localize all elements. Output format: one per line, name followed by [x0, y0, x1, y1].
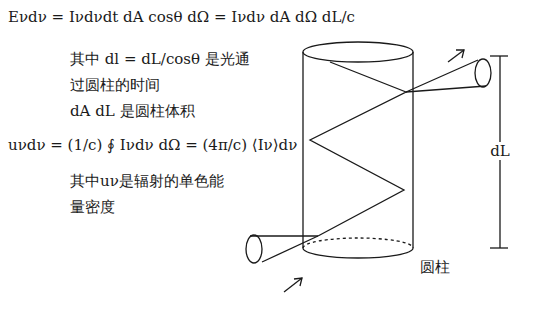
- dimension-label: dL: [490, 142, 510, 160]
- light-path: [310, 62, 406, 236]
- arrowhead: [294, 278, 302, 286]
- equation: uνdν = (1/c) ∮ Iνdν dΩ = (4π/c) ⟨Iν⟩dν: [8, 136, 297, 154]
- equation: Eνdν = Iνdνdt dA cosθ dΩ = Iνdν dA dΩ dL…: [8, 8, 355, 26]
- arrowhead: [456, 50, 464, 58]
- cone-edge: [262, 236, 318, 262]
- cone-base: [475, 59, 491, 87]
- cylinder-side: [302, 52, 303, 248]
- note: 量密度: [70, 198, 115, 216]
- cone-base: [246, 235, 262, 263]
- note: dA dL 是圆柱体积: [70, 102, 195, 120]
- cylinder-bottom: [303, 248, 413, 258]
- note: 其中uν是辐射的单色能: [70, 172, 224, 190]
- cone-edge: [250, 235, 318, 236]
- cone-edge: [406, 86, 486, 92]
- arrow: [448, 50, 464, 62]
- note: 其中 dl = dL/cosθ 是光通: [70, 50, 250, 68]
- dimension-tick: [490, 55, 508, 56]
- cylinder-bottom-hidden: [303, 238, 413, 248]
- part-name: 圆柱: [420, 258, 450, 276]
- dimension-tick: [490, 247, 508, 248]
- arrow: [284, 278, 302, 292]
- note: 过圆柱的时间: [70, 76, 160, 94]
- cylinder-top: [303, 42, 413, 62]
- cylinder-side: [412, 52, 413, 248]
